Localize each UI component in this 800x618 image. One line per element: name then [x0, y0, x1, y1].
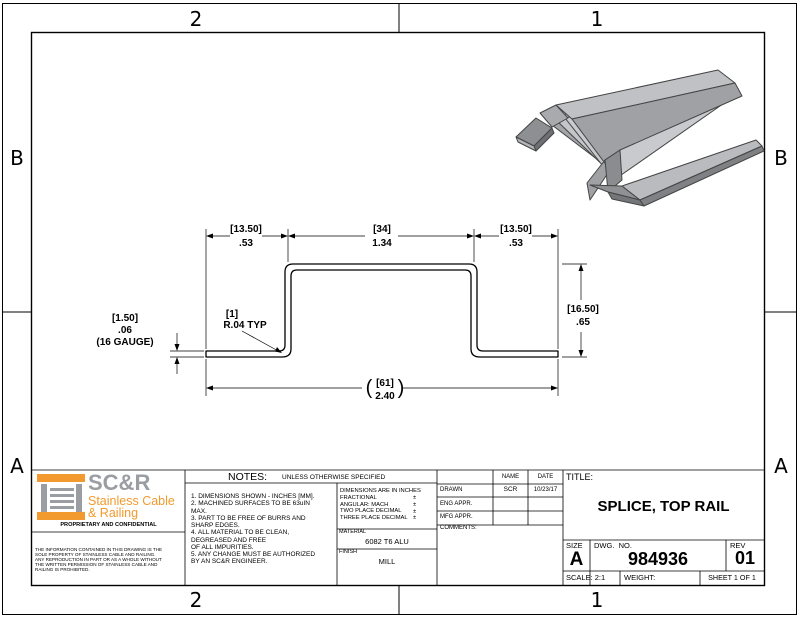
dim-radius-mm: [1] [225, 309, 239, 320]
sheet-value: SHEET 1 OF 1 [708, 573, 756, 582]
rev-value: 01 [734, 548, 756, 568]
zone-left-a: A [10, 454, 24, 478]
dim-height-mm: [16.50] [567, 304, 599, 315]
dimension-lines [170, 229, 587, 396]
size-value: A [569, 549, 584, 570]
zone-top-1: 1 [590, 7, 604, 31]
material-value: 6082 T6 ALU [365, 537, 409, 546]
tolerance-pm: ± ± ± ± [413, 495, 417, 522]
finish-value: MILL [378, 557, 396, 566]
approval-name-header: NAME [501, 474, 520, 480]
title-label: TITLE: [566, 472, 594, 482]
size-label: SIZE [566, 541, 583, 550]
notes-header: NOTES: [228, 471, 268, 483]
dim-left-flange-in: .53 [239, 238, 253, 249]
dim-overall-mm: [61] [376, 378, 394, 389]
dwg-no-label: DWG. NO. [594, 541, 632, 550]
zone-left-b: B [10, 146, 24, 170]
approval-drawn-name: SCR [503, 486, 518, 493]
approval-mfg-label: MFG APPR. [440, 514, 473, 520]
approval-eng-label: ENG APPR. [440, 501, 473, 507]
dim-radius-note: R.04 TYP [223, 320, 267, 331]
notes-items: 1. DIMENSIONS SHOWN - INCHES [MM]. 2. MA… [191, 493, 316, 566]
dwg-no-value: 984936 [627, 549, 689, 569]
dim-top-width-mm: [34] [373, 224, 391, 235]
logo-line-2: & Railing [88, 506, 139, 520]
zone-top-2: 2 [189, 7, 203, 31]
finish-label: FINISH [339, 549, 358, 555]
dim-thickness-in: .06 [118, 325, 132, 336]
dim-overall-paren-close: ) [397, 377, 405, 399]
notes-unless: UNLESS OTHERWISE SPECIFIED [282, 474, 386, 481]
approval-drawn-date: 10/23/17 [533, 487, 558, 493]
title-block-grid [32, 469, 764, 585]
proprietary-text: THE INFORMATION CONTAINED IN THIS DRAWIN… [35, 547, 163, 573]
dim-left-flange-mm: [13.50] [230, 224, 262, 235]
material-label: MATERIAL [339, 529, 367, 535]
dim-overall-paren-open: ( [365, 377, 373, 399]
zone-bottom-1: 1 [590, 588, 604, 612]
logo-line-1: Stainless Cable [88, 494, 175, 508]
weight-label: WEIGHT: [624, 573, 656, 582]
dim-right-flange-mm: [13.50] [500, 224, 532, 235]
dimension-arrows [174, 233, 584, 391]
approval-date-header: DATE [537, 474, 554, 480]
approval-drawn-label: DRAWN [440, 487, 463, 493]
drawing-title: SPLICE, TOP RAIL [597, 498, 730, 515]
dim-right-flange-in: .53 [509, 238, 523, 249]
dim-thickness-gauge: (16 GAUGE) [96, 337, 154, 348]
dim-height-in: .65 [576, 317, 590, 328]
rev-label: REV [730, 541, 746, 550]
dim-top-width-in: 1.34 [372, 238, 392, 249]
isometric-view [515, 69, 765, 207]
proprietary-title: PROPRIETARY AND CONFIDENTIAL [60, 522, 157, 528]
sheet-border [2, 3, 797, 615]
logo-mark: SC&R [88, 470, 151, 495]
dim-thickness-mm: [1.50] [111, 313, 139, 324]
approval-comments-label: COMMENTS: [440, 525, 477, 531]
dim-overall-in: 2.40 [375, 391, 395, 402]
zone-right-a: A [774, 454, 788, 478]
tolerance-text: DIMENSIONS ARE IN INCHES FRACTIONAL ANGU… [340, 488, 421, 522]
scale-value: SCALE: 2:1 [566, 573, 606, 582]
zone-right-b: B [774, 146, 788, 170]
zone-bottom-2: 2 [189, 588, 203, 612]
section-profile [205, 263, 559, 358]
logo-icon [37, 474, 85, 520]
